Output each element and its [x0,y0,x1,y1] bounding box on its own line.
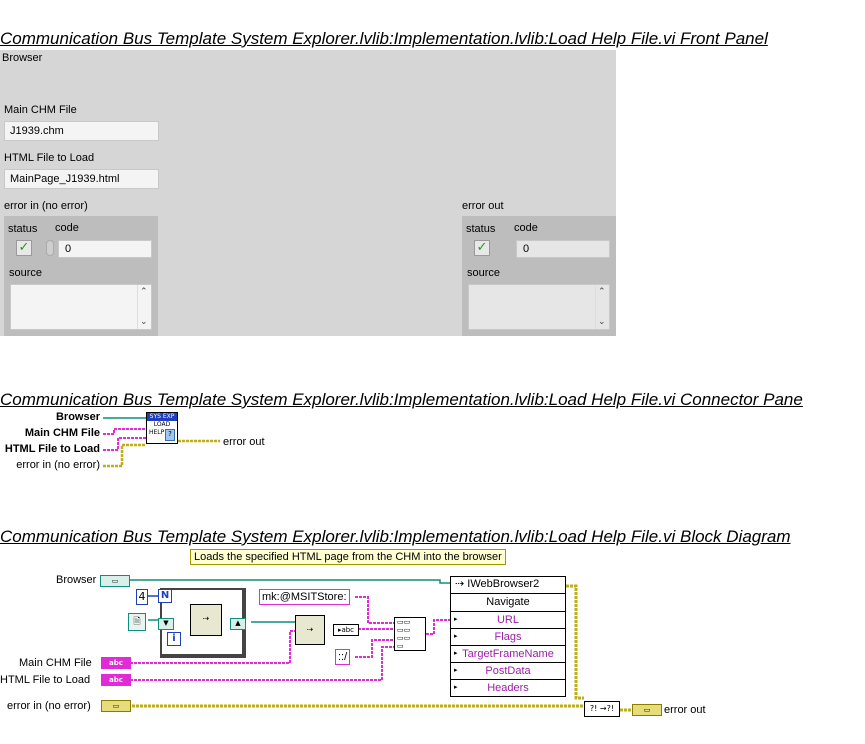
error-out-terminal[interactable]: ▭ [632,704,662,716]
separator-constant[interactable]: ::/ [335,649,351,665]
error-in-code-field[interactable]: 0 [58,240,152,258]
error-out-source-field: ⌃ ⌄ [468,284,610,330]
loop-n-terminal: N [158,589,172,603]
path-to-string-icon: ▸abc [333,624,359,636]
merge-errors-icon: ?! →?! [589,704,615,713]
error-in-code-label: code [55,222,79,234]
scroll-down-icon[interactable]: ⌄ [598,317,606,327]
diagram-comment: Loads the specified HTML page from the C… [190,549,506,565]
error-in-source-label: source [9,267,43,279]
error-out-code-field: 0 [516,240,610,258]
html-file-field[interactable]: MainPage_J1939.html [4,169,159,189]
browser-label: Browser [2,52,43,64]
error-in-label: error in (no error) [4,200,88,212]
error-out-code-label: code [514,222,538,234]
main-chm-field[interactable]: J1939.chm [4,121,159,141]
input-arrow-icon: ▸ [454,684,458,691]
checkmark-icon: ✓ [18,240,30,255]
browser-terminal[interactable]: ▭ [100,575,130,587]
error-out-cluster: status code ✓ 0 source ⌃ ⌄ [462,216,616,336]
vi-icon-line-2: LOAD [153,421,171,428]
invoke-param-headers: Headers [487,682,529,694]
connector-pane-title: Communication Bus Template System Explor… [0,390,803,409]
main-chm-label: Main CHM File [4,104,77,116]
error-in-cluster: status code ✓ 0 source ⌃ ⌄ [4,216,158,336]
strip-path-icon: ⇢ [190,604,222,636]
cp-error-in-label: error in (no error) [16,459,100,471]
input-arrow-icon: ▸ [454,633,458,640]
browser-ref-icon: ▭ [111,577,119,585]
input-arrow-icon: ▸ [454,650,458,657]
error-in-source-scrollbar[interactable]: ⌃ ⌄ [137,285,151,329]
error-out-source-label: source [467,267,501,279]
front-panel-title: Communication Bus Template System Explor… [0,29,768,48]
for-loop[interactable]: ▼ ▲ ⇢ [158,588,246,658]
cp-browser-label: Browser [55,411,100,423]
bd-error-out-label: error out [664,704,706,716]
vi-icon: SYS EXP LOAD HELP ? [146,412,178,444]
prefix-constant[interactable]: mk:@MSITStore: [259,589,350,605]
error-in-code-spinner[interactable] [46,240,54,256]
error-in-terminal[interactable]: ▭ [101,700,131,712]
bd-main-chm-label: Main CHM File [19,657,92,669]
merge-errors-node[interactable]: ?! →?! [584,701,620,717]
bd-html-file-label: HTML File to Load [0,674,91,686]
scroll-down-icon[interactable]: ⌄ [140,317,148,327]
current-vi-path-icon: 🗎 [128,613,146,631]
cp-error-out-label: error out [223,436,265,448]
front-panel: Browser Main CHM File J1939.chm HTML Fil… [0,50,616,336]
loop-count-constant[interactable]: 4 [136,589,148,605]
main-chm-terminal[interactable]: abc [101,657,131,669]
invoke-param-row[interactable]: ▸ PostData [451,662,565,679]
concatenate-strings-node[interactable]: ▭▭▭▭▭▭▭ [394,617,426,651]
connector-pane-wires [103,417,220,468]
vi-icon-line-3: HELP [149,429,165,436]
invoke-class-label: IWebBrowser2 [467,578,540,590]
invoke-param-postdata: PostData [485,665,531,677]
bd-error-in-label: error in (no error) [7,700,91,712]
bd-browser-label: Browser [56,574,97,586]
shift-register-right-icon: ▲ [230,618,246,630]
invoke-param-target: TargetFrameName [462,648,554,660]
invoke-ref-icon: ⇢ [455,578,465,590]
vi-icon-line-1: SYS EXP [147,413,177,421]
html-file-terminal[interactable]: abc [101,674,131,686]
block-diagram-title: Communication Bus Template System Explor… [0,527,791,546]
shift-register-left-icon: ▼ [158,618,174,630]
error-out-source-scrollbar[interactable]: ⌃ ⌄ [595,285,609,329]
invoke-node[interactable]: ⇢ IWebBrowser2 Navigate ▸ URL ▸ Flags ▸ Tar… [450,576,566,697]
cp-html-file-label: HTML File to Load [4,443,100,455]
invoke-param-row[interactable]: ▸ TargetFrameName [451,645,565,662]
invoke-param-url: URL [496,614,519,626]
checkmark-icon: ✓ [476,240,488,255]
input-arrow-icon: ▸ [454,616,458,623]
concat-icon: ▭▭▭▭▭▭▭ [397,618,411,650]
invoke-param-row[interactable]: ▸ URL [451,611,565,628]
block-diagram-wires [130,579,632,712]
scroll-up-icon[interactable]: ⌃ [140,287,148,297]
invoke-method[interactable]: Navigate [451,594,565,611]
error-out-status-label: status [466,223,496,235]
error-in-status-checkbox[interactable]: ✓ [16,240,32,256]
input-arrow-icon: ▸ [454,667,458,674]
html-file-label: HTML File to Load [4,152,95,164]
invoke-param-row[interactable]: ▸ Headers [451,679,565,696]
loop-i-terminal: i [167,632,181,646]
error-out-status-indicator: ✓ [474,240,490,256]
help-book-icon: ? [165,429,175,441]
scroll-up-icon[interactable]: ⌃ [598,287,606,297]
build-path-icon: ⇢ [295,615,325,645]
error-in-source-field[interactable]: ⌃ ⌄ [10,284,152,330]
cp-main-chm-label: Main CHM File [24,427,100,439]
invoke-param-flags: Flags [494,631,522,643]
error-out-label: error out [462,200,504,212]
invoke-param-row[interactable]: ▸ Flags [451,628,565,645]
error-in-status-label: status [8,223,38,235]
